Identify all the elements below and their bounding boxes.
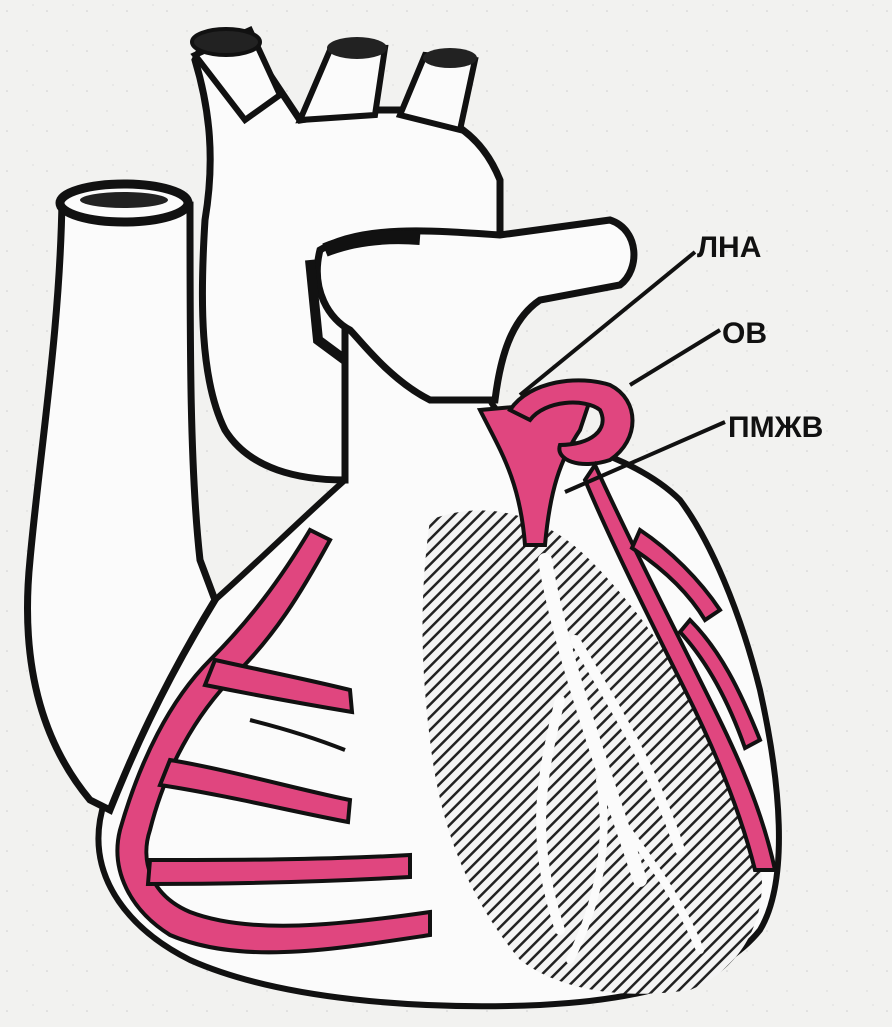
left-carotid-opening: [327, 37, 387, 59]
label-lad: ЛНА: [697, 231, 761, 264]
svc-lumen: [80, 192, 168, 208]
rca-branch-3: [148, 855, 410, 884]
label-circumflex: ОВ: [722, 317, 767, 350]
left-subclavian-opening: [423, 48, 477, 68]
brachiocephalic-opening: [192, 29, 260, 55]
label-posterior-branch: ПМЖВ: [728, 411, 823, 444]
